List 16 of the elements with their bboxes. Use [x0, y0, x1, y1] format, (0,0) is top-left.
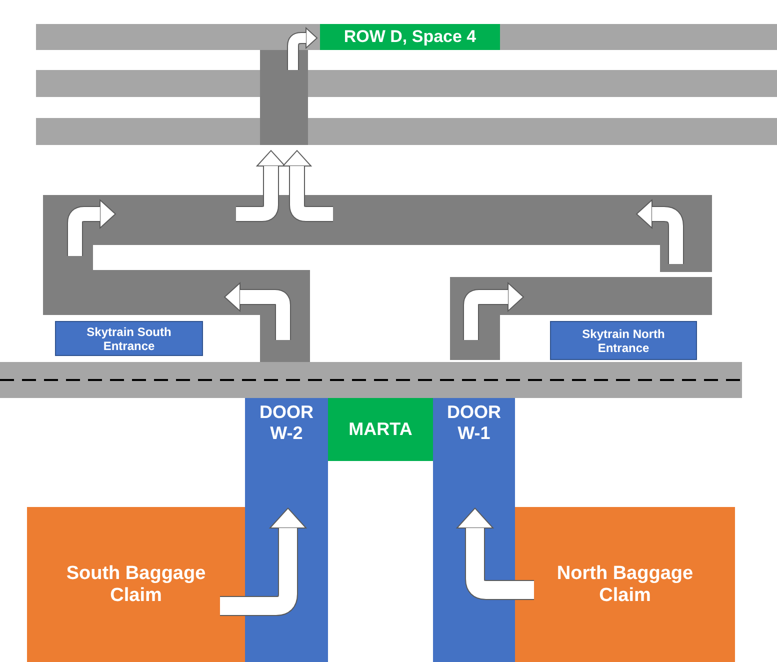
area-label: MARTA — [348, 419, 412, 440]
entrance-sign — [550, 321, 697, 360]
area-label: DOOR W-2 — [258, 402, 314, 444]
area-label: Skytrain North Entrance — [581, 326, 666, 354]
area-label: ROW D, Space 4 — [344, 27, 476, 47]
area-label: Skytrain South Entrance — [86, 324, 172, 352]
arrow — [220, 507, 308, 616]
baggage-claim-area — [27, 507, 245, 662]
parking-space-sign — [320, 24, 500, 50]
transit-area — [328, 398, 433, 461]
entrance-sign — [55, 321, 203, 356]
arrow — [456, 507, 534, 600]
area-label: North Baggage Claim — [556, 562, 694, 606]
area-label: DOOR W-1 — [446, 402, 502, 444]
baggage-claim-area — [515, 507, 735, 662]
area-label: South Baggage Claim — [65, 562, 207, 606]
